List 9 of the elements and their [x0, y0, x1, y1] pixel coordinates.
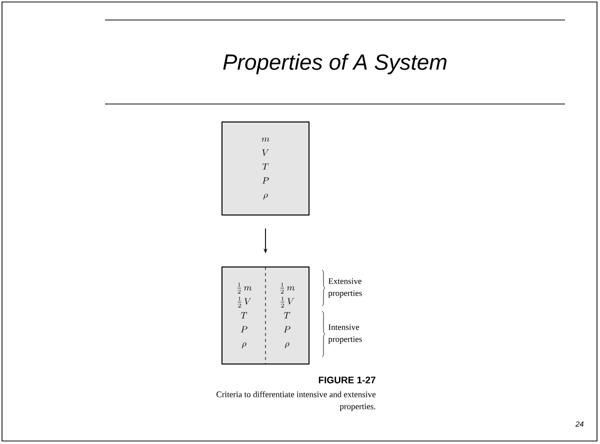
figure-caption: Criteria to differentiate intensive and extensive properties. [216, 391, 376, 411]
slide-title: Properties of A System [223, 54, 446, 74]
divided-system-box [222, 266, 310, 364]
column: $\frac{1}{2}\,m$ $\frac{1}{2}\,V$ $T$ $P$ $\rho$ [237, 282, 252, 348]
figure-number: FIGURE 1-27 [318, 376, 376, 384]
property-label: Intensive properties [328, 324, 362, 344]
property-label: Extensive properties [328, 278, 362, 298]
system-box: $m$ $V$ $T$ $P$ $\rho$ [222, 122, 310, 216]
column: $\frac{1}{2}\,m$ $\frac{1}{2}\,V$ $T$ $P$ $\rho$ [280, 282, 295, 348]
